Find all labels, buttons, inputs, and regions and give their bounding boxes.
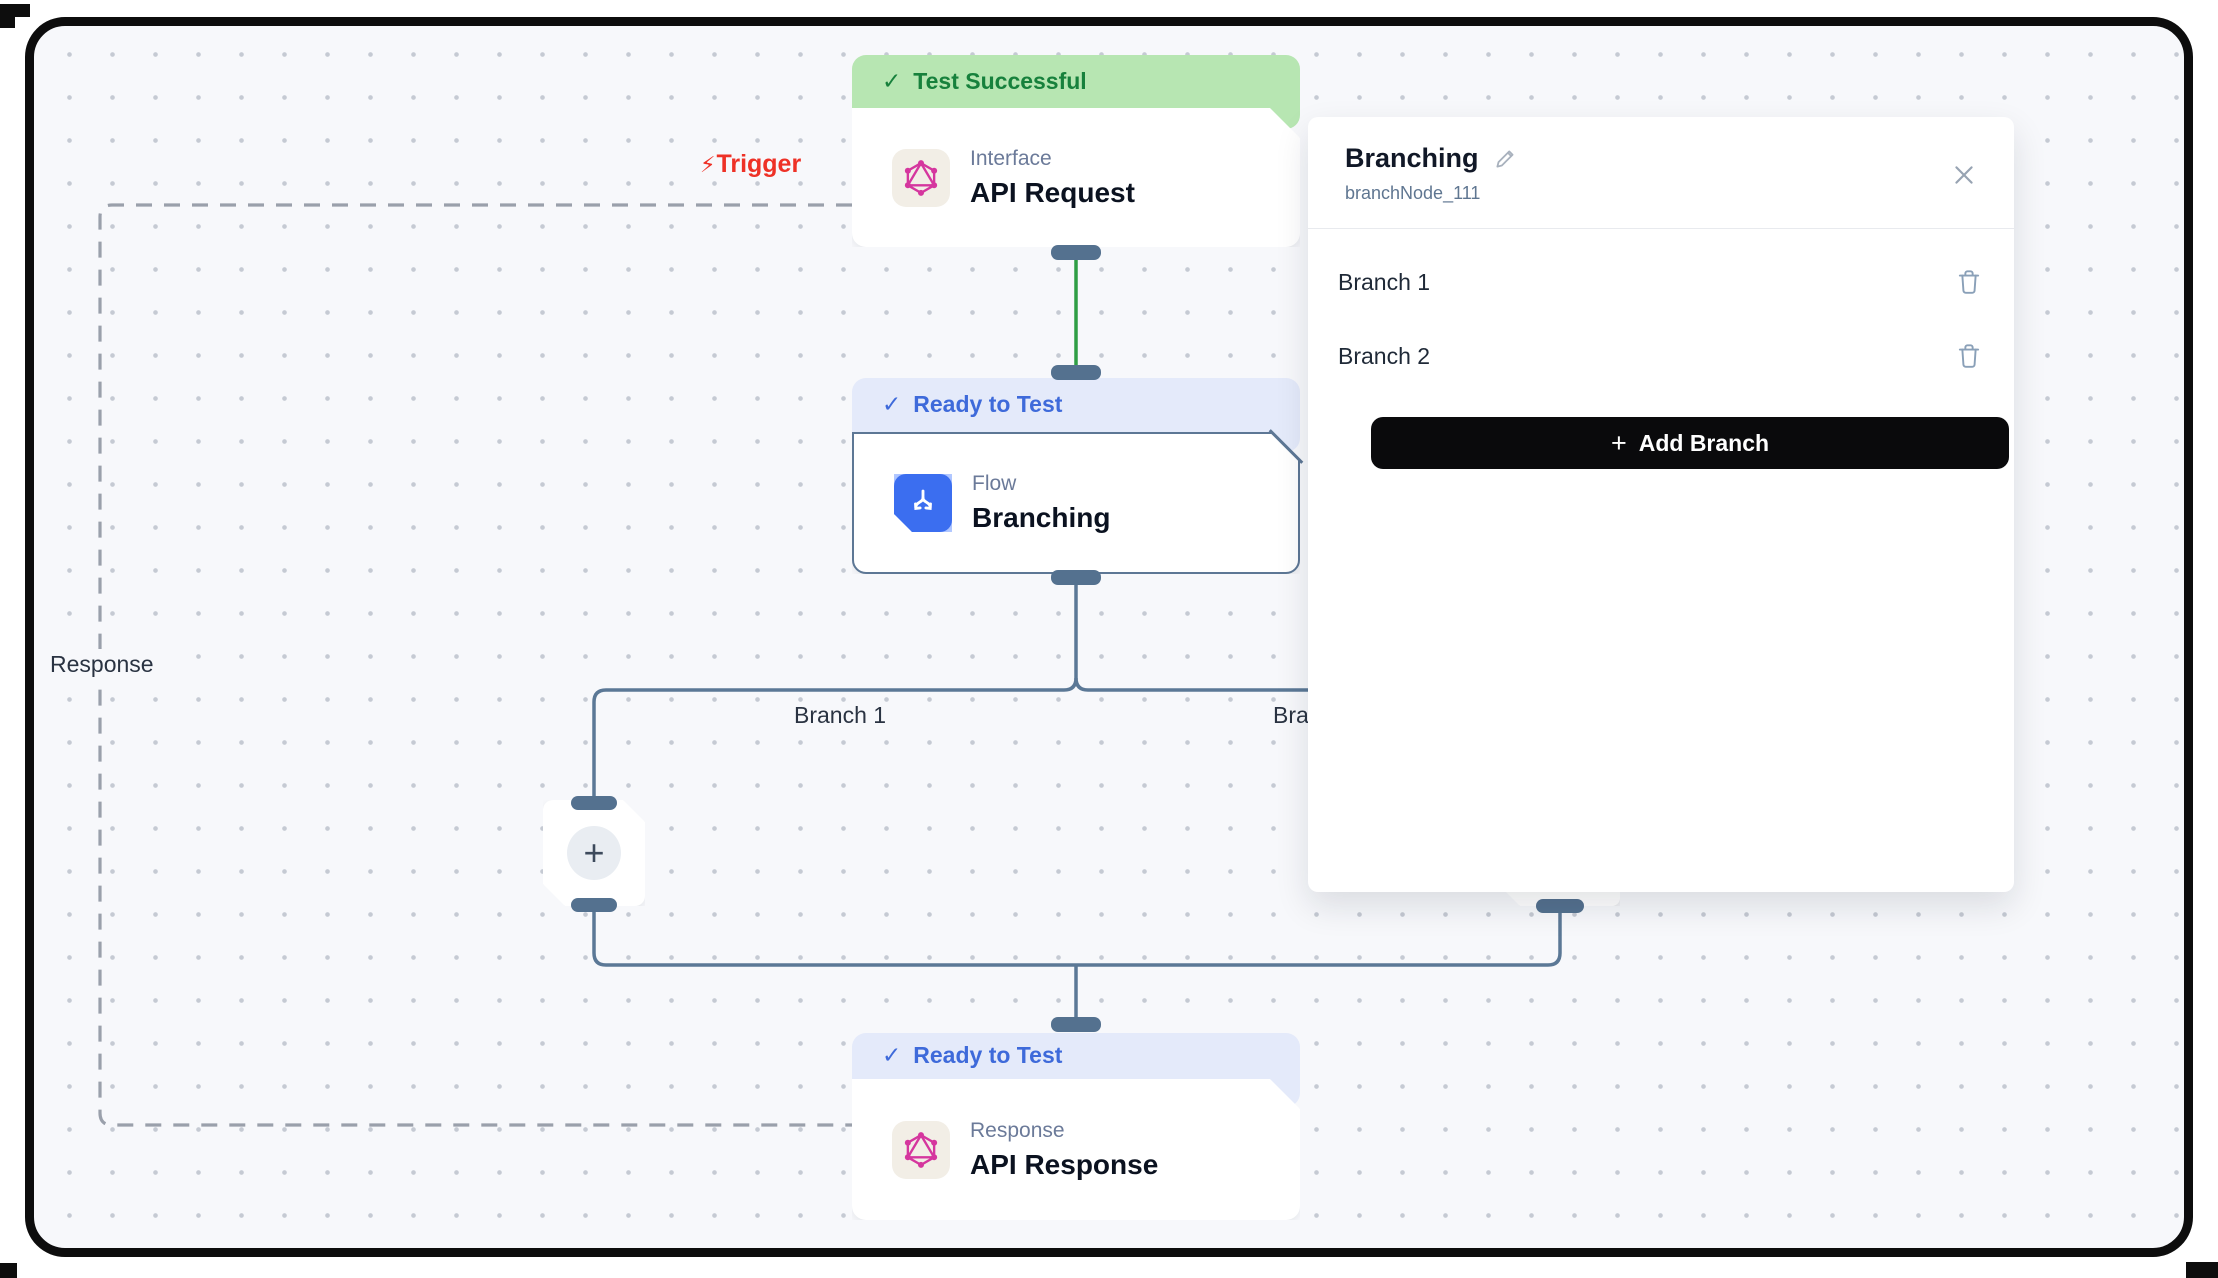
- check-icon: ✓: [882, 68, 902, 94]
- input-handle[interactable]: [1051, 365, 1101, 380]
- output-handle[interactable]: [1051, 245, 1101, 260]
- status-text: Ready to Test: [913, 1042, 1063, 1068]
- node-category: Flow: [972, 472, 1017, 495]
- branch1-edge-label: Branch 1: [794, 702, 887, 728]
- close-icon[interactable]: [1948, 159, 1980, 191]
- node-branching[interactable]: ✓ Ready to Test Flow Branching: [852, 365, 1304, 585]
- panel-divider: [1308, 228, 2014, 229]
- branch-row-label: Branch 1: [1338, 268, 1431, 295]
- branch-row-1[interactable]: Branch 1: [1338, 245, 1984, 319]
- branch-split-icon: [894, 474, 952, 532]
- trash-icon[interactable]: [1954, 341, 1984, 371]
- input-handle[interactable]: [1051, 1017, 1101, 1032]
- output-handle[interactable]: [1051, 570, 1101, 585]
- hidden-node-output-handle[interactable]: [1536, 899, 1584, 913]
- node-title: Branching: [972, 502, 1111, 533]
- check-icon: ✓: [882, 391, 902, 417]
- crop-mark-top-left-2: [0, 17, 15, 28]
- node-category: Response: [970, 1118, 1065, 1142]
- branch-row-label: Branch 2: [1338, 342, 1431, 369]
- trash-icon[interactable]: [1954, 267, 1984, 297]
- node-title: API Response: [970, 1148, 1159, 1180]
- node-api-response[interactable]: ✓ Ready to Test Response API Response: [852, 1017, 1300, 1220]
- bolt-icon: ⚡: [700, 151, 716, 177]
- branch-list: Branch 1 Branch 2: [1308, 229, 2014, 469]
- add-node-output-handle[interactable]: [571, 898, 617, 912]
- node-body[interactable]: Interface API Request: [852, 108, 1300, 247]
- crop-mark-top-left: [0, 4, 30, 17]
- node-api-request[interactable]: ✓ Test Successful Interface API Request: [852, 55, 1300, 260]
- trigger-label-text: Trigger: [716, 150, 802, 178]
- add-branch-label: Add Branch: [1638, 429, 1770, 456]
- status-text: Ready to Test: [913, 391, 1063, 417]
- graphql-icon: [892, 1121, 950, 1179]
- add-node-input-handle[interactable]: [571, 796, 617, 810]
- add-branch-button[interactable]: + Add Branch: [1371, 417, 2009, 469]
- node-body[interactable]: Response API Response: [852, 1079, 1300, 1220]
- branch-row-2[interactable]: Branch 2: [1338, 319, 1984, 393]
- node-category: Interface: [970, 146, 1052, 170]
- check-icon: ✓: [882, 1042, 902, 1068]
- panel-header: Branching branchNode_111: [1308, 117, 2014, 228]
- graphql-icon: [892, 149, 950, 207]
- edit-icon[interactable]: [1493, 146, 1518, 171]
- crop-mark-bottom-right: [2186, 1262, 2218, 1278]
- plus-icon[interactable]: +: [567, 826, 621, 880]
- status-text: Test Successful: [913, 68, 1087, 94]
- node-title: API Request: [970, 176, 1135, 208]
- trigger-label: ⚡ Trigger: [698, 150, 804, 179]
- response-edge-label: Response: [44, 649, 160, 680]
- crop-mark-bottom-left: [0, 1263, 17, 1278]
- branching-config-panel: Branching branchNode_111 Branch 1: [1308, 117, 2014, 892]
- node-body[interactable]: Flow Branching: [852, 432, 1300, 574]
- add-node-card[interactable]: +: [543, 800, 645, 906]
- node-id-text: branchNode_111: [1345, 183, 1481, 203]
- panel-title: Branching: [1345, 143, 1479, 173]
